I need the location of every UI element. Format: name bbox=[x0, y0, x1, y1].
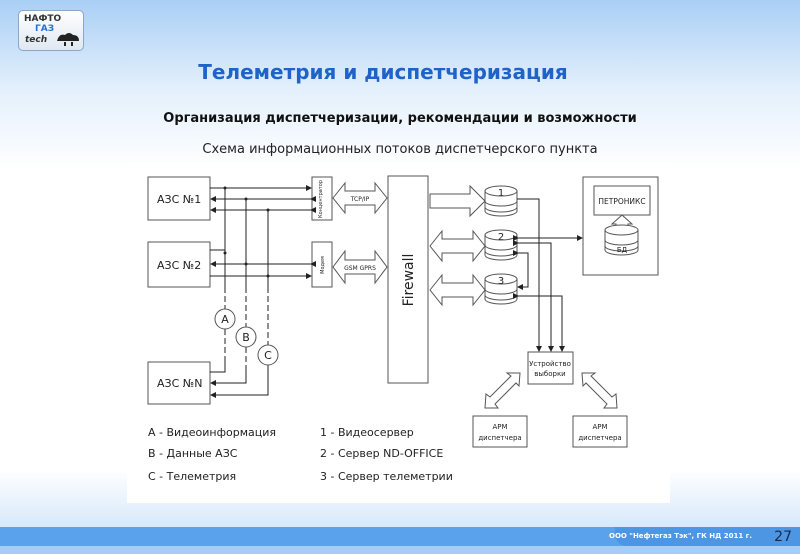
circle-b bbox=[235, 326, 257, 348]
diagram-title: Схема информационных потоков диспетчерск… bbox=[202, 142, 598, 157]
azs2-label: АЗС №2 bbox=[157, 259, 201, 272]
cylinder-stripe bbox=[604, 239, 639, 246]
cylinder-stripe bbox=[604, 245, 639, 252]
device-label-2: выборки bbox=[534, 370, 565, 378]
db2-label: 2 bbox=[498, 232, 504, 243]
logo-line2: ГАЗ bbox=[35, 24, 55, 34]
legend-left-1: A - Видеоинформация bbox=[148, 426, 276, 439]
firewall-label: Firewall bbox=[401, 254, 417, 307]
cylinder-stripe bbox=[604, 229, 639, 236]
cylinder-stripe bbox=[484, 200, 518, 207]
azs1-label: АЗС №1 bbox=[157, 193, 201, 206]
circle-a bbox=[214, 308, 236, 330]
db1-label: 1 bbox=[498, 188, 504, 199]
circle-c bbox=[257, 344, 279, 366]
a-label: A bbox=[221, 313, 229, 326]
arm2-label-1: АРМ bbox=[592, 423, 607, 431]
slide-subtitle: Организация диспетчеризации, рекомендаци… bbox=[163, 111, 637, 126]
firewall-box bbox=[387, 175, 429, 384]
db1-cylinder bbox=[484, 185, 518, 217]
petronics-label: ПЕТРОНИКС bbox=[598, 197, 645, 206]
arm1-box bbox=[472, 415, 528, 448]
arm1-double-arrow bbox=[484, 372, 521, 409]
arm2-double-arrow bbox=[581, 372, 618, 409]
legend-right-2: 2 - Сервер ND-OFFICE bbox=[320, 447, 443, 460]
page-number: 27 bbox=[774, 529, 792, 545]
logo-line3: tech bbox=[25, 35, 48, 45]
gsm-double-arrow bbox=[332, 249, 388, 285]
db2-double-arrow bbox=[429, 229, 486, 263]
tcp-double-arrow bbox=[332, 181, 388, 215]
db3-double-arrow bbox=[429, 273, 486, 307]
sampling-device-box bbox=[527, 351, 574, 385]
footer-bottom-strip bbox=[0, 546, 800, 554]
legend-right-3: 3 - Сервер телеметрии bbox=[320, 470, 453, 483]
petronics-box bbox=[593, 185, 651, 216]
footer-bar bbox=[0, 527, 800, 546]
cloud-icon bbox=[57, 33, 79, 46]
gsm-label: GSM GPRS bbox=[344, 265, 376, 272]
arm2-label-2: диспетчера bbox=[578, 434, 621, 442]
bd-label: БД bbox=[617, 246, 628, 254]
legend-right-1: 1 - Видеосервер bbox=[320, 426, 414, 439]
db3-label: 3 bbox=[498, 276, 504, 287]
footer-tab bbox=[615, 527, 800, 546]
c-label: C bbox=[264, 349, 272, 362]
concentrator-label: Концентратор bbox=[318, 180, 324, 218]
company-logo: НАФТО ГАЗ tech bbox=[18, 10, 84, 51]
modem-label: Модем bbox=[320, 256, 326, 274]
cylinder-stripe bbox=[484, 206, 518, 213]
arm2-box bbox=[572, 415, 628, 448]
arm1-label-1: АРМ bbox=[492, 423, 507, 431]
legend-left-2: B - Данные АЗС bbox=[148, 447, 238, 460]
firewall-to-db1-arrow bbox=[429, 184, 486, 218]
azsN-label: АЗС №N bbox=[157, 377, 202, 390]
arm1-label-2: диспетчера bbox=[478, 434, 521, 442]
logo-line1: НАФТО bbox=[24, 14, 62, 24]
tcp-label: TCP/IP bbox=[350, 196, 370, 203]
b-label: B bbox=[242, 331, 250, 344]
slide-title: Телеметрия и диспетчеризация bbox=[198, 60, 568, 84]
bd-cylinder bbox=[604, 224, 639, 256]
cylinder-stripe bbox=[484, 190, 518, 197]
legend-left-3: C - Телеметрия bbox=[148, 470, 236, 483]
footer-company: ООО "Нефтегаз Тэк", ГК НД 2011 г. bbox=[609, 532, 752, 540]
device-label-1: Устройство bbox=[529, 360, 571, 368]
